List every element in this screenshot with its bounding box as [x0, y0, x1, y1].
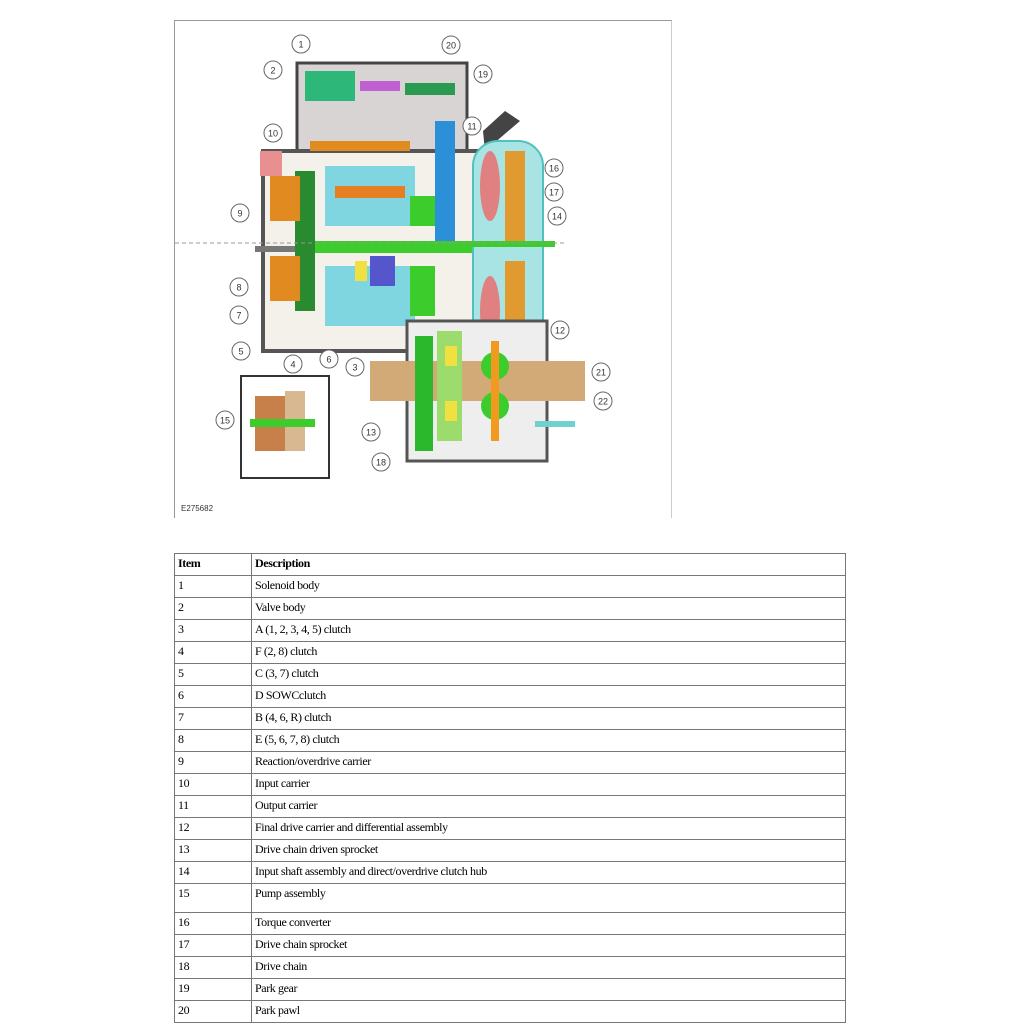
item-description: Solenoid body [251, 575, 846, 598]
item-number: 1 [174, 575, 252, 598]
item-number: 4 [174, 641, 252, 664]
item-description: Torque converter [251, 912, 846, 935]
callout-2: 2 [263, 60, 283, 80]
item-description: Drive chain [251, 956, 846, 979]
item-number: 3 [174, 619, 252, 642]
item-description: Drive chain driven sprocket [251, 839, 846, 862]
item-description: D SOWCclutch [251, 685, 846, 708]
item-description: A (1, 2, 3, 4, 5) clutch [251, 619, 846, 642]
item-number: 5 [174, 663, 252, 686]
item-number: 13 [174, 839, 252, 862]
item-description: Park pawl [251, 1000, 846, 1023]
item-description: B (4, 6, R) clutch [251, 707, 846, 730]
item-number: 12 [174, 817, 252, 840]
column-header-item: Item [174, 553, 252, 576]
callout-19: 19 [473, 64, 493, 84]
callout-12: 12 [550, 320, 570, 340]
item-description: Final drive carrier and differential ass… [251, 817, 846, 840]
callout-3: 3 [345, 357, 365, 377]
item-description: Valve body [251, 597, 846, 620]
callout-13: 13 [361, 422, 381, 442]
callout-22: 22 [593, 391, 613, 411]
item-description: Drive chain sprocket [251, 934, 846, 957]
callout-20: 20 [441, 35, 461, 55]
callout-9: 9 [230, 203, 250, 223]
item-number: 16 [174, 912, 252, 935]
item-description: Output carrier [251, 795, 846, 818]
item-description: E (5, 6, 7, 8) clutch [251, 729, 846, 752]
callout-1: 1 [291, 34, 311, 54]
column-header-description: Description [251, 553, 846, 576]
item-number: 20 [174, 1000, 252, 1023]
callout-7: 7 [229, 305, 249, 325]
transmission-cutaway-diagram [175, 61, 585, 479]
figure-id: E275682 [181, 504, 214, 513]
callout-16: 16 [544, 158, 564, 178]
callout-11: 11 [462, 116, 482, 136]
callout-14: 14 [547, 206, 567, 226]
item-number: 10 [174, 773, 252, 796]
item-number: 9 [174, 751, 252, 774]
callout-15: 15 [215, 410, 235, 430]
callout-10: 10 [263, 123, 283, 143]
item-number: 2 [174, 597, 252, 620]
item-number: 8 [174, 729, 252, 752]
item-number: 19 [174, 978, 252, 1001]
table-header-row: Item Description [174, 553, 846, 576]
callout-17: 17 [544, 182, 564, 202]
callout-8: 8 [229, 277, 249, 297]
item-description: F (2, 8) clutch [251, 641, 846, 664]
item-description: C (3, 7) clutch [251, 663, 846, 686]
item-description: Park gear [251, 978, 846, 1001]
transmission-cutaway-figure: 1 2 20 19 10 11 16 17 9 14 8 7 5 4 6 3 1… [174, 20, 672, 518]
item-number: 6 [174, 685, 252, 708]
item-description: Pump assembly [251, 883, 846, 913]
item-number: 7 [174, 707, 252, 730]
item-number: 11 [174, 795, 252, 818]
item-number: 18 [174, 956, 252, 979]
callout-18: 18 [371, 452, 391, 472]
callout-6: 6 [319, 349, 339, 369]
item-description: Input carrier [251, 773, 846, 796]
item-description: Reaction/overdrive carrier [251, 751, 846, 774]
item-number: 15 [174, 883, 252, 913]
callout-4: 4 [283, 354, 303, 374]
item-description: Input shaft assembly and direct/overdriv… [251, 861, 846, 884]
item-number: 17 [174, 934, 252, 957]
callout-5: 5 [231, 341, 251, 361]
callout-21: 21 [591, 362, 611, 382]
item-number: 14 [174, 861, 252, 884]
